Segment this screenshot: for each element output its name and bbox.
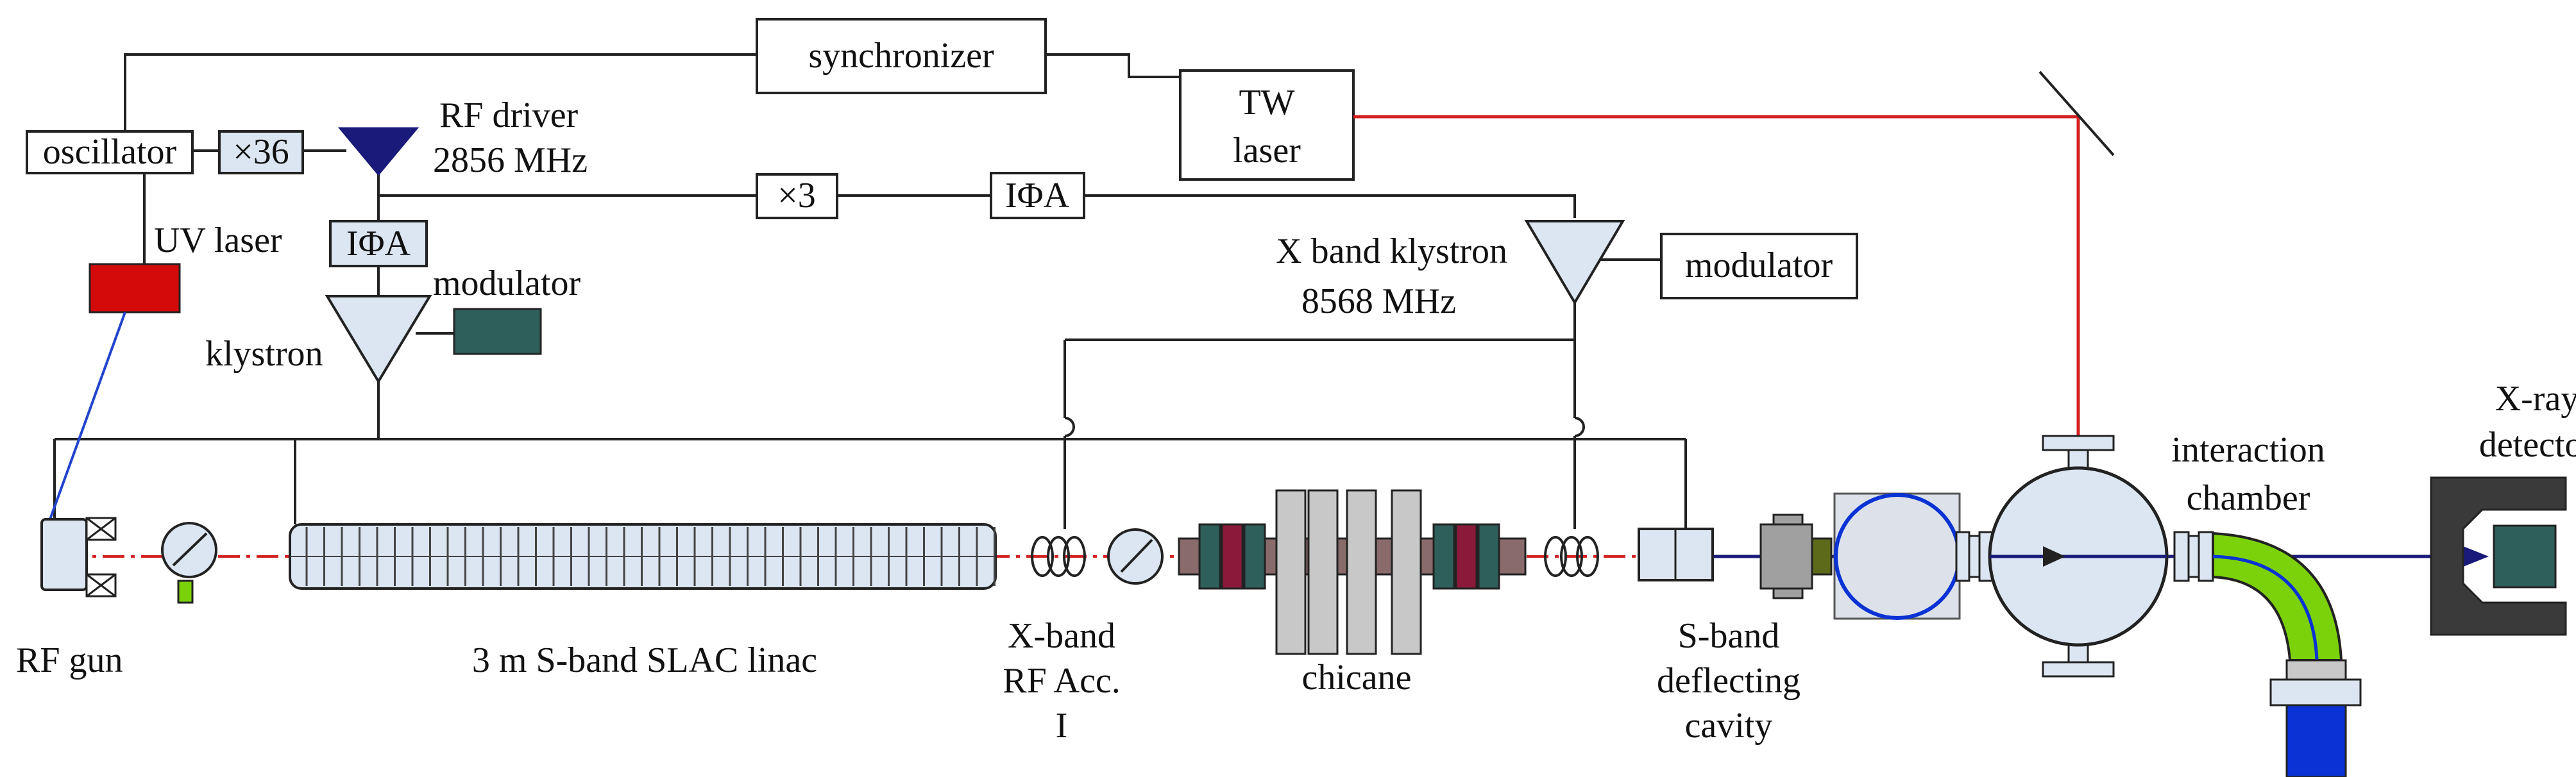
x-band-acc-label-line2: RF Acc. [1003,661,1121,701]
x-band-acc-label-line1: X-band [1008,616,1115,656]
oscillator-box: oscillator [26,130,194,174]
exit-flange [2173,531,2214,582]
interaction-chamber: interaction chamber [1988,430,2325,678]
tw-laser-box: TW laser [1179,69,1355,181]
xray-detector: X-ray detector [2430,379,2576,636]
deflect-label-line2: deflecting [1657,661,1801,701]
xray-label-line1: X-ray [2495,379,2576,419]
beam-gauge-1 [161,522,217,604]
uv-laser-label: UV laser [154,221,282,260]
modulator-left-label: modulator [433,263,581,303]
x-band-klystron-triangle [1524,220,1625,305]
chamber-flange [1955,531,1994,582]
laser-beam-path [1353,71,2115,551]
phase-shifter-left-box: IΦA [329,220,428,267]
s-band-deflecting-cavity: S-band deflecting cavity [1638,528,1801,746]
interaction-label-line2: chamber [2187,478,2310,518]
phase-shifter-left-label: IΦA [346,224,411,263]
x-band-klystron-label-line1: X band klystron [1276,231,1507,271]
beam-screen [1833,492,1961,620]
interaction-label-line1: interaction [2171,430,2325,470]
multiplier-36-box: ×36 [218,130,304,174]
x-band-acc-label-line3: I [1056,706,1068,746]
deflect-label-line3: cavity [1685,706,1773,746]
multiplier-36-label: ×36 [233,132,289,172]
tw-laser-label-line1: TW [1239,83,1294,122]
rf-gun-label: RF gun [16,640,123,680]
klystron-label: klystron [205,334,323,374]
uv-laser-box [89,263,181,313]
deflect-label-line1: S-band [1678,616,1780,656]
modulator-right-label: modulator [1685,246,1833,285]
modulator-right-box: modulator [1660,233,1858,299]
dipole-magnet [2212,531,2362,777]
x-band-acc-coils-left [1031,536,1086,577]
synchronizer-label: synchronizer [808,36,994,76]
multiplier-3-label: ×3 [777,176,816,215]
modulator-left: modulator [433,263,581,355]
tw-laser-label-line2: laser [1233,131,1301,171]
phase-shifter-top-label: IΦA [1005,176,1070,215]
multiplier-3-box: ×3 [756,173,838,219]
x-band-acc-label: X-band RF Acc. I [1003,616,1121,746]
phase-shifter-top-box: IΦA [990,172,1085,219]
x-band-acc-coils-right [1544,536,1599,577]
slac-linac: 3 m S-band SLAC linac [289,523,997,680]
rf-driver-label-line1: RF driver [439,96,579,135]
uv-laser: UV laser [49,221,282,520]
rf-driver: RF driver 2856 MHz [337,96,588,180]
chicane: chicane [1178,489,1527,698]
quadrupole-magnet [1759,514,1833,599]
chicane-label: chicane [1302,658,1412,698]
linac-label: 3 m S-band SLAC linac [472,640,817,680]
rf-driver-triangle [337,127,419,176]
x-band-klystron-label-line2: 8568 MHz [1301,281,1456,321]
xray-detector-sensor [2493,524,2557,589]
rf-gun: RF gun [16,517,123,680]
klystron-triangle [325,295,432,384]
oscillator-label: oscillator [43,132,177,172]
xray-label-line2: detector [2479,425,2576,465]
modulator-left-box [453,308,542,355]
beam-gauge-2 [1107,528,1164,585]
rf-driver-label-line2: 2856 MHz [433,140,588,180]
klystron: klystron [205,295,432,384]
x-band-klystron: X band klystron 8568 MHz [1276,220,1625,321]
synchronizer-box: synchronizer [756,18,1047,94]
laser-mirror [2038,71,2115,156]
